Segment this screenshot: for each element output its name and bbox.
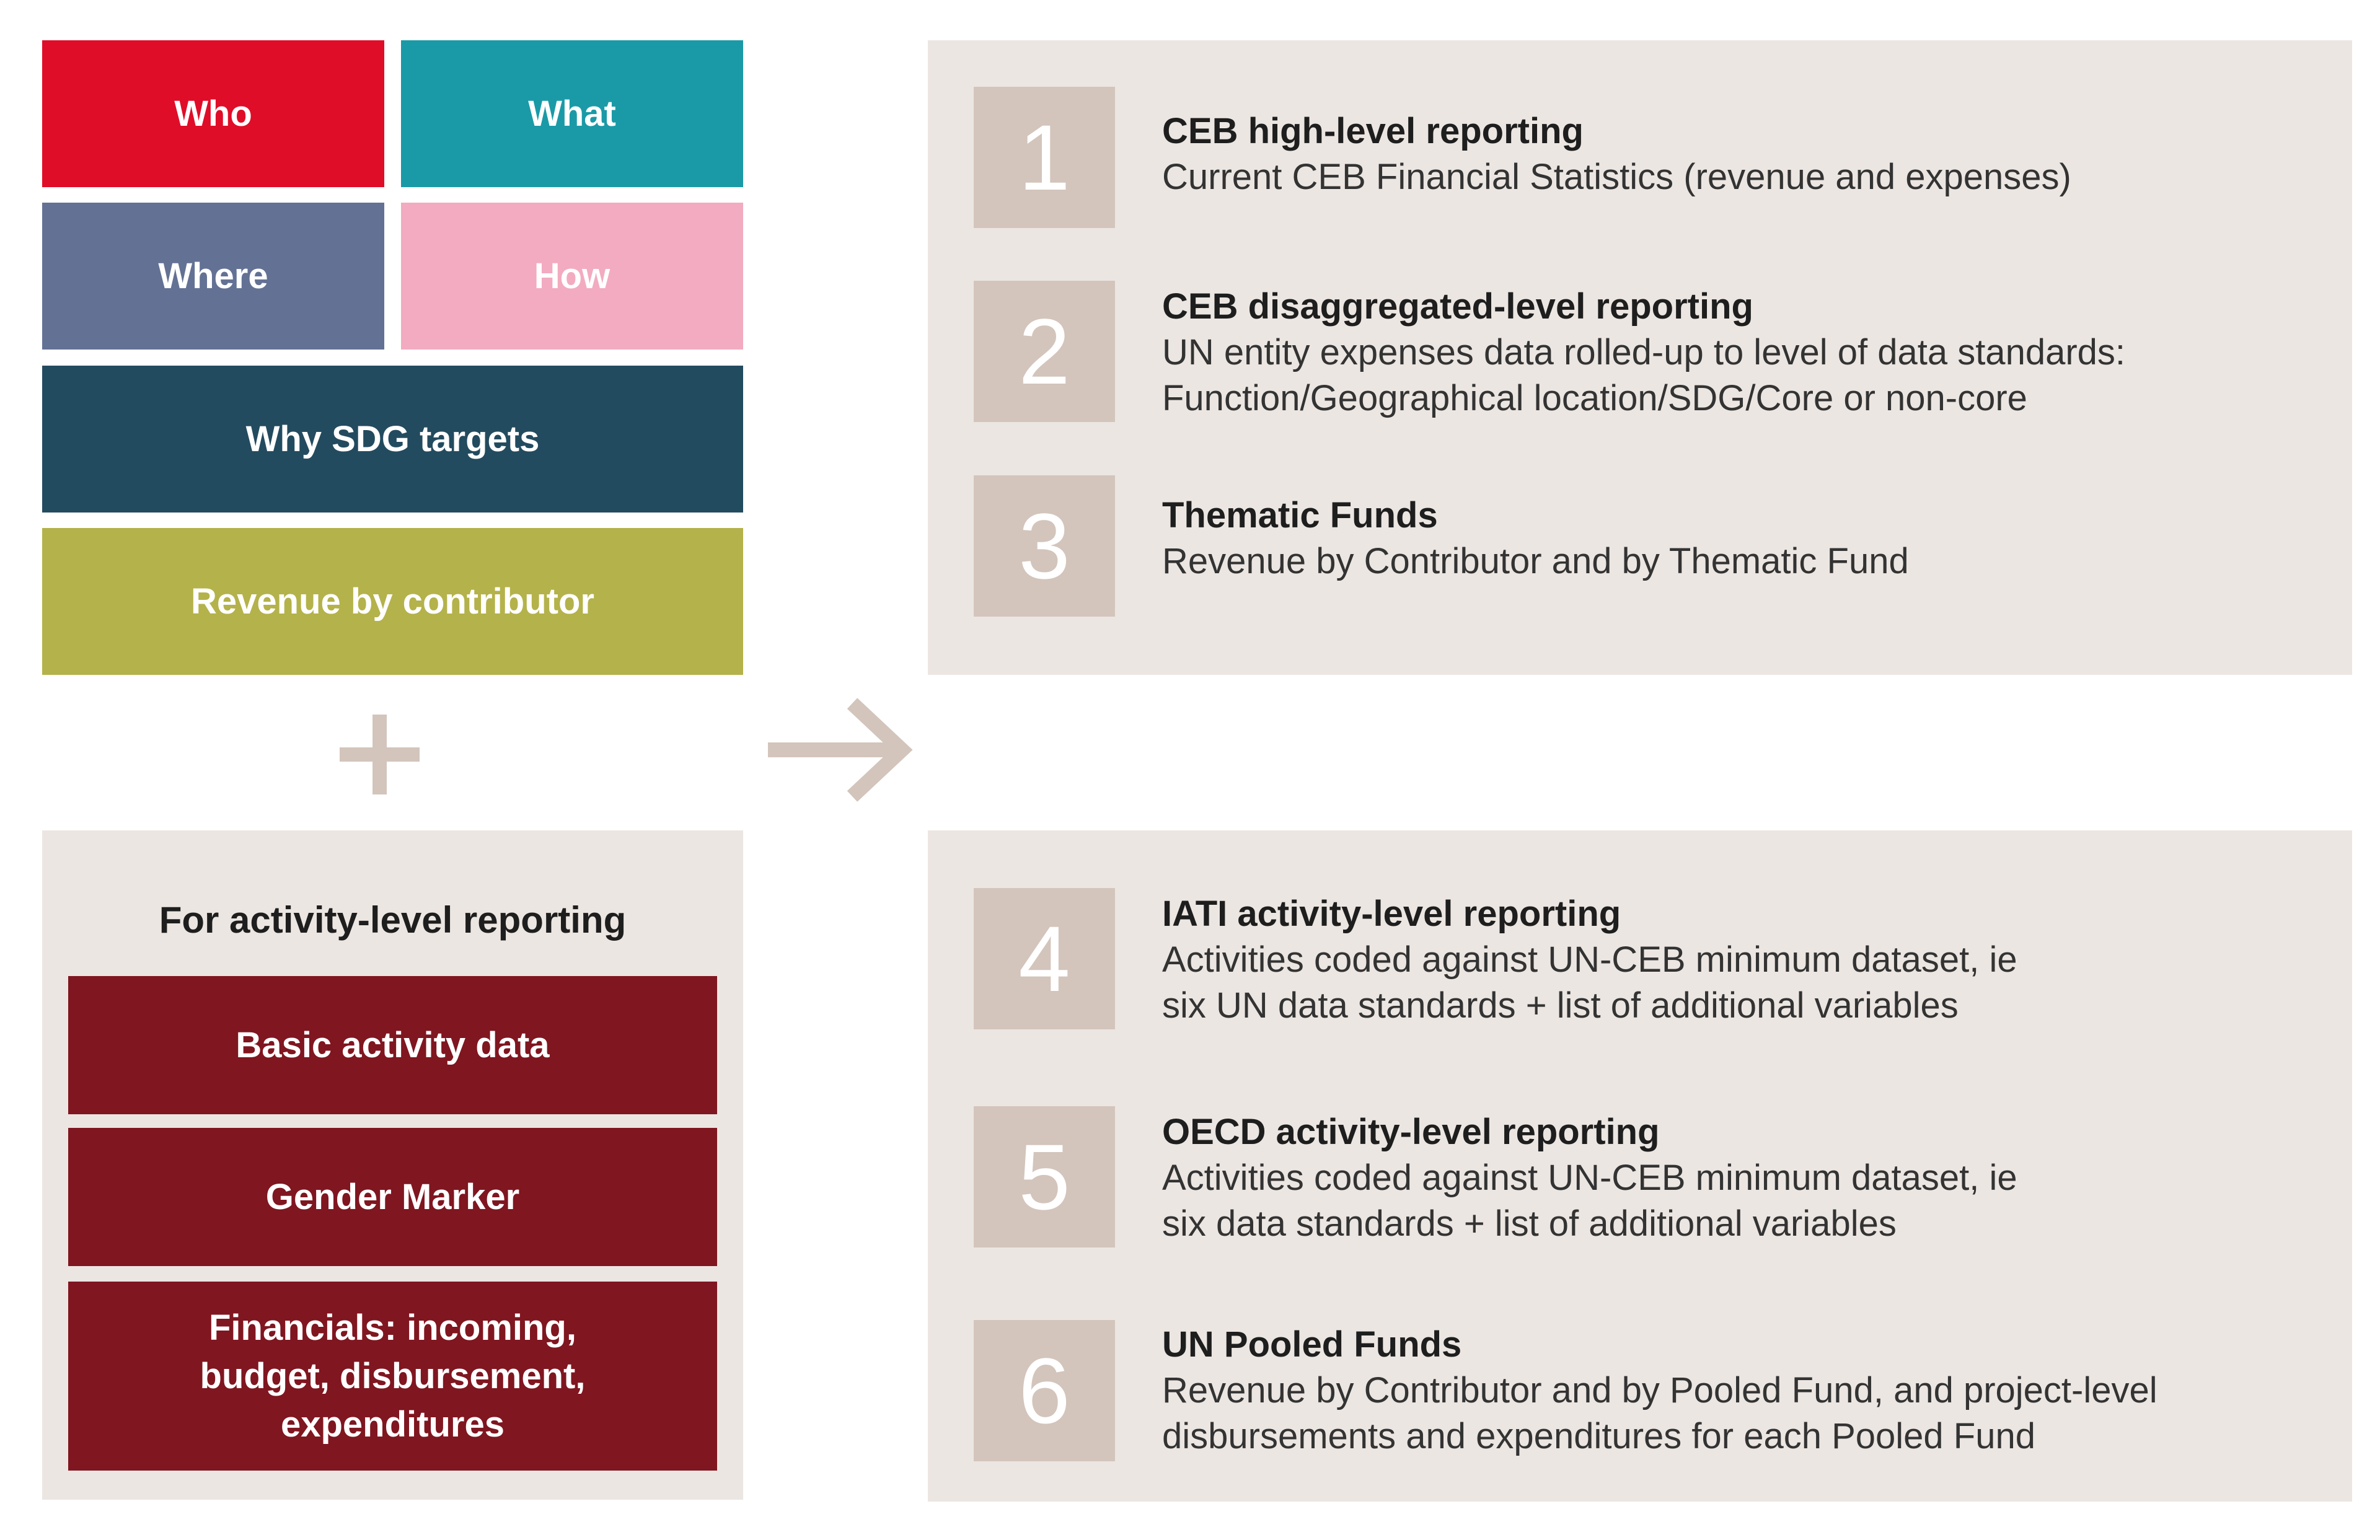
activity-tile-financials: Financials: incoming, budget, disburseme… — [68, 1282, 717, 1471]
number-box-6: 6 — [974, 1320, 1115, 1461]
tile-why-label: Why SDG targets — [245, 418, 540, 459]
activity-tile-label: Basic activity data — [236, 1024, 550, 1065]
report-item-title: UN Pooled Funds — [1162, 1324, 1462, 1365]
tile-how-label: How — [534, 255, 610, 296]
report-item-title: OECD activity-level reporting — [1162, 1112, 1660, 1152]
activity-tile-basic-data: Basic activity data — [68, 976, 717, 1114]
report-item-5: OECD activity-level reporting Activities… — [1162, 1109, 2327, 1247]
report-item-description: Activities coded against UN-CEB minimum … — [1162, 1158, 2017, 1244]
report-item-description: Revenue by Contributor and by Thematic F… — [1162, 541, 1909, 581]
tile-where: Where — [42, 203, 384, 350]
number-box-1: 1 — [974, 87, 1115, 228]
number-label: 6 — [1018, 1339, 1070, 1443]
report-item-description: Current CEB Financial Statistics (revenu… — [1162, 157, 2071, 197]
tile-revenue-label: Revenue by contributor — [191, 581, 594, 622]
report-item-description: Revenue by Contributor and by Pooled Fun… — [1162, 1370, 2157, 1456]
report-item-title: CEB high-level reporting — [1162, 111, 1584, 151]
report-item-title: Thematic Funds — [1162, 495, 1438, 535]
number-box-4: 4 — [974, 888, 1115, 1029]
number-box-2: 2 — [974, 281, 1115, 422]
number-label: 5 — [1018, 1125, 1070, 1229]
reporting-panel-top: 1 CEB high-level reporting Current CEB F… — [928, 40, 2352, 675]
number-label: 4 — [1018, 907, 1070, 1011]
reporting-panel-bottom: 4 IATI activity-level reporting Activiti… — [928, 830, 2352, 1502]
number-label: 3 — [1018, 494, 1070, 598]
report-item-description: Activities coded against UN-CEB minimum … — [1162, 939, 2017, 1026]
tile-what: What — [401, 40, 743, 187]
plus-icon — [340, 715, 420, 794]
number-label: 1 — [1018, 105, 1070, 209]
report-item-6: UN Pooled Funds Revenue by Contributor a… — [1162, 1322, 2327, 1459]
report-item-description: UN entity expenses data rolled-up to lev… — [1162, 332, 2126, 418]
tile-revenue-by-contributor: Revenue by contributor — [42, 528, 743, 675]
arrow-right-icon — [768, 698, 913, 802]
tile-how: How — [401, 203, 743, 350]
activity-level-panel: For activity-level reporting Basic activ… — [42, 830, 743, 1500]
tile-why-sdg-targets: Why SDG targets — [42, 366, 743, 513]
activity-tile-gender-marker: Gender Marker — [68, 1128, 717, 1266]
tile-who: Who — [42, 40, 384, 187]
tile-where-label: Where — [158, 255, 268, 296]
activity-panel-heading: For activity-level reporting — [159, 899, 627, 941]
number-label: 2 — [1018, 299, 1070, 403]
tile-who-label: Who — [174, 93, 252, 134]
report-item-2: CEB disaggregated-level reporting UN ent… — [1162, 284, 2327, 421]
tile-what-label: What — [528, 93, 616, 134]
activity-tile-label: Financials: incoming, budget, disburseme… — [200, 1307, 586, 1445]
report-item-3: Thematic Funds Revenue by Contributor an… — [1162, 493, 2327, 584]
activity-tile-label: Gender Marker — [265, 1176, 520, 1217]
report-item-title: IATI activity-level reporting — [1162, 894, 1621, 934]
report-item-4: IATI activity-level reporting Activities… — [1162, 891, 2327, 1029]
number-box-3: 3 — [974, 475, 1115, 617]
number-box-5: 5 — [974, 1106, 1115, 1247]
report-item-1: CEB high-level reporting Current CEB Fin… — [1162, 108, 2327, 200]
report-item-title: CEB disaggregated-level reporting — [1162, 286, 1753, 327]
